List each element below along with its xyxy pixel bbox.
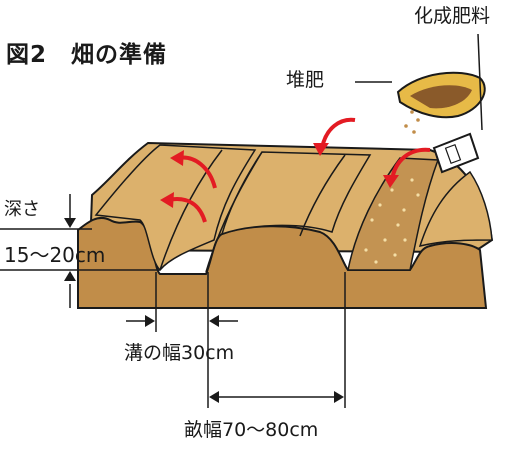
arrowhead-icon — [160, 143, 399, 208]
ridge-width-label: 畝幅70〜80cm — [184, 419, 319, 441]
groove-width-marker — [126, 272, 238, 332]
groove-width-label: 溝の幅30cm — [124, 342, 235, 364]
depth-value-label: 15〜20cm — [4, 243, 106, 267]
compost-label: 堆肥 — [286, 69, 325, 91]
fertilizer-leader-line — [477, 33, 483, 131]
page-title: 図2 畑の準備 — [6, 42, 168, 68]
ridge-top-left — [94, 144, 257, 272]
groove-line-2 — [205, 151, 263, 273]
fertilizer-groove — [347, 157, 440, 271]
depth-arrow-icon — [64, 218, 76, 281]
chemical-fertilizer-label: 化成肥料 — [414, 5, 491, 27]
groove-line-1 — [159, 149, 223, 271]
compost-falling-icon — [404, 110, 420, 134]
groove-arrow-icon — [145, 315, 219, 327]
groove-line-3 — [299, 154, 346, 237]
compost-in-basket — [410, 85, 472, 109]
ridge-top-right — [418, 170, 493, 248]
ridge-arrow-icon — [209, 391, 344, 403]
depth-marker — [0, 194, 160, 308]
ridge-width-marker — [207, 272, 346, 408]
depth-label: 深さ — [4, 199, 40, 220]
fertilizer-dots — [364, 178, 420, 264]
fertilizer-container-icon — [432, 132, 480, 174]
